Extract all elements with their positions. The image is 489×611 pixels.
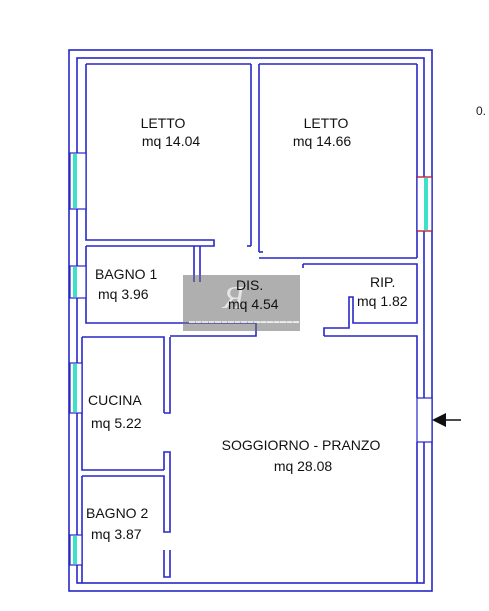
wall-ripostiglio — [303, 263, 418, 336]
room-area-rip: mq 1.82 — [357, 293, 408, 309]
room-name-bagno-1: BAGNO 1 — [95, 266, 158, 282]
room-name-rip: RIP. — [370, 274, 396, 290]
room-name-letto-1: LETTO — [140, 115, 186, 131]
window-bedroom-1 — [69, 152, 87, 210]
room-area-letto-1: mq 14.04 — [141, 133, 201, 149]
room-area-bagno-2: mq 3.87 — [91, 526, 142, 542]
room-name-soggiorno: SOGGIORNO - PRANZO — [221, 437, 381, 453]
room-name-dis: DIS. — [236, 277, 264, 293]
wall-living — [324, 335, 418, 398]
wall-cucina-right — [164, 337, 171, 414]
outer-wall-inner-line — [76, 57, 425, 584]
corner-note: 0. — [476, 104, 487, 118]
window-bagno-1-glass — [73, 267, 77, 297]
room-area-cucina: mq 5.22 — [91, 415, 142, 431]
watermark-monogram: Я — [223, 279, 245, 315]
entrance — [416, 397, 461, 443]
room-area-letto-2: mq 14.66 — [292, 133, 352, 149]
entrance-door — [416, 397, 433, 443]
watermark-strip: ▬▬▬▬▬▬▬▬▬▬▬▬▬▬▬▬▬ — [189, 319, 300, 325]
window-bagno-1 — [69, 265, 87, 299]
window-bagno-2-glass — [73, 536, 77, 564]
room-area-dis: mq 4.54 — [228, 296, 279, 312]
agency-logo-watermark: Я ▬▬▬▬▬▬▬▬▬▬▬▬▬▬▬▬▬ — [183, 275, 300, 331]
window-cucina-glass — [73, 364, 77, 412]
windows — [69, 152, 433, 566]
room-area-bagno-1: mq 3.96 — [98, 286, 149, 302]
window-bedroom-2-glass — [424, 178, 428, 230]
outer-wall-outer-line — [68, 49, 433, 592]
window-bedroom-1-glass — [73, 154, 77, 208]
wall-bedroom-1 — [85, 64, 215, 247]
wall-bagno-2-door — [163, 550, 171, 578]
room-name-bagno-2: BAGNO 2 — [86, 505, 149, 521]
room-name-cucina: CUCINA — [88, 392, 142, 408]
arrow-left-icon-head — [432, 413, 446, 427]
room-area-soggiorno: mq 28.08 — [273, 458, 333, 474]
room-name-letto-2: LETTO — [303, 115, 349, 131]
wall-bagno-2 — [82, 451, 171, 533]
wall-cucina — [82, 336, 165, 413]
